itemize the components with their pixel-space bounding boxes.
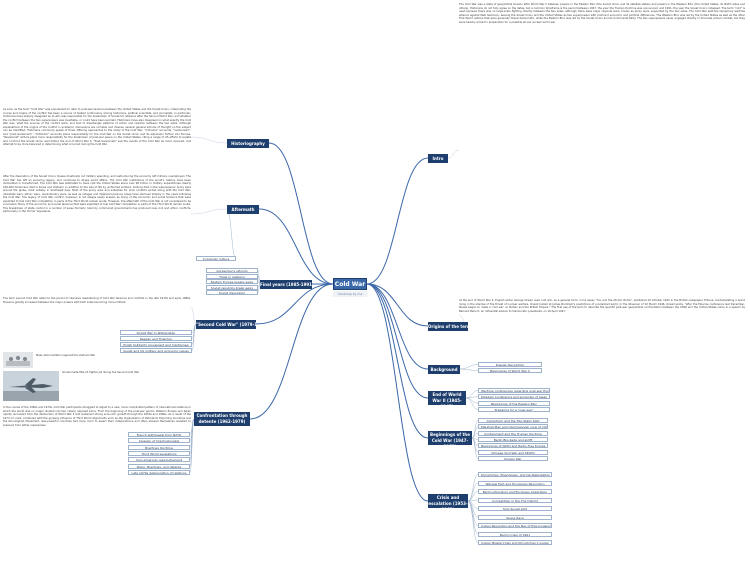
- connector: [459, 368, 479, 371]
- crisis-leaf[interactable]: Khrushchev, Eisenhower, and De-Staliniza…: [478, 472, 552, 477]
- crisis-leaf[interactable]: Warsaw Pact and Hungarian Revolution: [478, 480, 552, 486]
- second-cold-war-leaf[interactable]: Polish Solidarity movement and martial l…: [120, 342, 192, 347]
- beginnings-leaf[interactable]: Containment and the Truman Doctrine: [478, 430, 548, 436]
- origins-note: At the end of World War II, English writ…: [459, 299, 745, 313]
- connector: [465, 397, 479, 410]
- branch-beginnings[interactable]: Beginnings of the Cold War (1947-1953): [428, 431, 472, 445]
- confrontation-leaf[interactable]: Nixon, Brezhnev, and detente: [128, 463, 190, 469]
- branch-final-years[interactable]: Final years (1985-1991): [260, 280, 312, 289]
- end-ww2-leaf[interactable]: Potsdam Conference and surrender of Japa…: [478, 394, 550, 400]
- branch-crisis[interactable]: Crisis and escalation (1953-1962): [428, 494, 468, 508]
- beginnings-leaf[interactable]: Cominform and the Tito-Stalin Split: [478, 418, 548, 423]
- confrontation-note: In the course of the 1960s and 1970s, Co…: [3, 406, 191, 427]
- crisis-leaf[interactable]: Cuban Missile Crisis and Khrushchev's ou…: [478, 540, 552, 545]
- confrontation-leaf[interactable]: Sino-American rapprochement: [128, 457, 190, 463]
- branch-background[interactable]: Background: [428, 365, 460, 374]
- intro-note: The Cold War was a state of geopolitical…: [459, 3, 745, 24]
- confrontation-leaf[interactable]: Third World escalations: [128, 450, 190, 456]
- connector: [467, 500, 479, 535]
- connector: [190, 418, 195, 424]
- final-years-leaf[interactable]: Eastern Europe breaks away: [206, 279, 258, 284]
- final-years-leaf[interactable]: Soviet republics break away: [206, 284, 258, 290]
- end-ww2-leaf[interactable]: Wartime conferences regarding post-war E…: [478, 388, 550, 393]
- second-cold-war-leaf[interactable]: Soviet and US military and economic issu…: [120, 348, 192, 353]
- connector: [255, 283, 334, 325]
- end-ww2-leaf[interactable]: Preparing for a "new war": [478, 406, 550, 412]
- final-years-leaf[interactable]: Soviet dissolution: [206, 290, 258, 295]
- beginnings-leaf[interactable]: Beginnings of NATO and Radio Free Europe: [478, 443, 548, 449]
- connector: [189, 418, 195, 473]
- connector: [226, 209, 237, 259]
- second-cold-war-leaf[interactable]: Soviet War in Afghanistan: [120, 330, 192, 335]
- beginnings-leaf[interactable]: Berlin Blockade and airlift: [478, 436, 548, 442]
- connector: [459, 364, 479, 370]
- connector: [366, 283, 429, 327]
- final-years-leaf[interactable]: Gorbachev's reforms: [206, 268, 258, 273]
- connector: [249, 283, 334, 420]
- beginnings-leaf[interactable]: Chinese Civil War and SEATO: [478, 449, 548, 455]
- confrontation-leaf[interactable]: Brezhnev Doctrine: [128, 444, 190, 450]
- connector: [190, 306, 197, 325]
- beginnings-leaf[interactable]: Korean War: [478, 455, 548, 461]
- historiography-note: As soon as the term "Cold War" was popul…: [3, 108, 191, 146]
- connector: [467, 482, 479, 502]
- confrontation-leaf[interactable]: Invasion of Czechoslovakia: [128, 438, 190, 444]
- crisis-leaf[interactable]: Space Race: [478, 514, 552, 520]
- connector: [268, 142, 334, 285]
- branch-intro[interactable]: Intro: [428, 154, 448, 163]
- connector: [190, 208, 228, 215]
- crisis-leaf[interactable]: Cuban Revolution and the Bay of Pigs Inv…: [478, 523, 552, 528]
- final-years-leaf[interactable]: Thaw in relations: [206, 273, 258, 279]
- central-topic-subtitle: mindmap by me: [333, 291, 367, 297]
- jet-photo-caption: Soviet-made MiG-21 fighter jet during th…: [62, 371, 140, 374]
- demonstration-photo: [3, 352, 33, 368]
- connector: [366, 283, 429, 439]
- crisis-leaf[interactable]: Sino-Soviet split: [478, 506, 552, 511]
- central-topic[interactable]: Cold War: [333, 278, 367, 290]
- crisis-leaf[interactable]: Competition in the Third World: [478, 497, 552, 503]
- second-cold-war-note: The term second Cold War refers to the p…: [3, 297, 191, 304]
- connector: [190, 136, 228, 144]
- branch-aftermath[interactable]: Aftermath: [227, 205, 259, 214]
- connector: [191, 323, 197, 351]
- confrontation-leaf[interactable]: French withdrawal from NATO: [128, 432, 190, 437]
- branch-origins[interactable]: Origins of the term: [428, 322, 468, 331]
- crisis-leaf[interactable]: Berlin Crisis of 1961: [478, 531, 552, 537]
- connector: [467, 500, 479, 543]
- connector: [366, 283, 429, 502]
- connector: [258, 208, 334, 285]
- connector: [257, 283, 261, 293]
- branch-second-cold-war[interactable]: "Second Cold War" (1979-1985): [196, 320, 256, 329]
- connector: [467, 474, 479, 502]
- jet-photo: [3, 371, 59, 401]
- aftermath-note: After the dissolution of the Soviet Unio…: [3, 175, 191, 213]
- connector: [471, 437, 479, 459]
- connector: [447, 149, 460, 159]
- branch-historiography[interactable]: Historiography: [227, 139, 269, 148]
- connector: [366, 283, 429, 370]
- branch-confrontation[interactable]: Confrontation through detente (1962-1979…: [194, 412, 250, 426]
- end-ww2-leaf[interactable]: Beginnings of the Eastern Bloc: [478, 400, 550, 406]
- beginnings-leaf[interactable]: Marshall Plan and Czechoslovak coup of 1…: [478, 424, 548, 430]
- demonstration-photo-caption: Mass demonstration against the Vietnam W…: [36, 354, 96, 357]
- aftermath-leaf[interactable]: In popular culture: [196, 256, 236, 261]
- connector: [366, 157, 429, 285]
- confrontation-leaf[interactable]: Late 1970s deterioration of relations: [128, 469, 190, 475]
- crisis-leaf[interactable]: Berlin ultimatum and European integratio…: [478, 489, 552, 494]
- background-leaf[interactable]: Russian Revolution: [478, 362, 542, 367]
- background-leaf[interactable]: Beginnings of World War II: [478, 368, 542, 373]
- second-cold-war-leaf[interactable]: Reagan and Thatcher: [120, 336, 192, 341]
- connector: [366, 283, 429, 399]
- branch-end-ww2[interactable]: End of World War II (1945-1947): [428, 391, 466, 405]
